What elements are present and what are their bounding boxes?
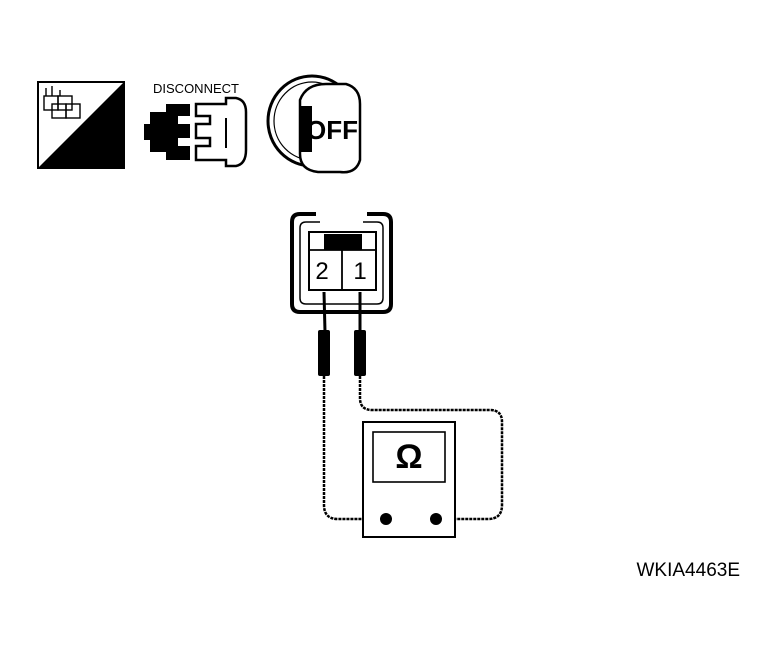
figure-id: WKIA4463E	[637, 560, 741, 581]
connector-disconnect-icon: DISCONNECT	[144, 81, 248, 168]
test-harness-icon: T.S.	[37, 81, 125, 169]
ignition-key-off-icon: OFF	[266, 74, 362, 174]
ohm-symbol: Ω	[395, 438, 422, 476]
ts-label: T.S.	[79, 144, 110, 164]
disconnect-label: DISCONNECT	[153, 81, 239, 96]
ohmmeter	[362, 421, 456, 538]
terminal-1-label: 1	[353, 258, 366, 285]
ignition-off-label: OFF	[306, 115, 358, 145]
harness-connector	[290, 212, 393, 314]
meter-terminal-positive	[430, 513, 442, 525]
meter-terminal-negative	[380, 513, 392, 525]
terminal-2-label: 2	[315, 258, 328, 285]
probe-terminal-2	[318, 291, 330, 376]
probe-terminal-1	[354, 292, 366, 376]
test-leads	[322, 376, 504, 521]
